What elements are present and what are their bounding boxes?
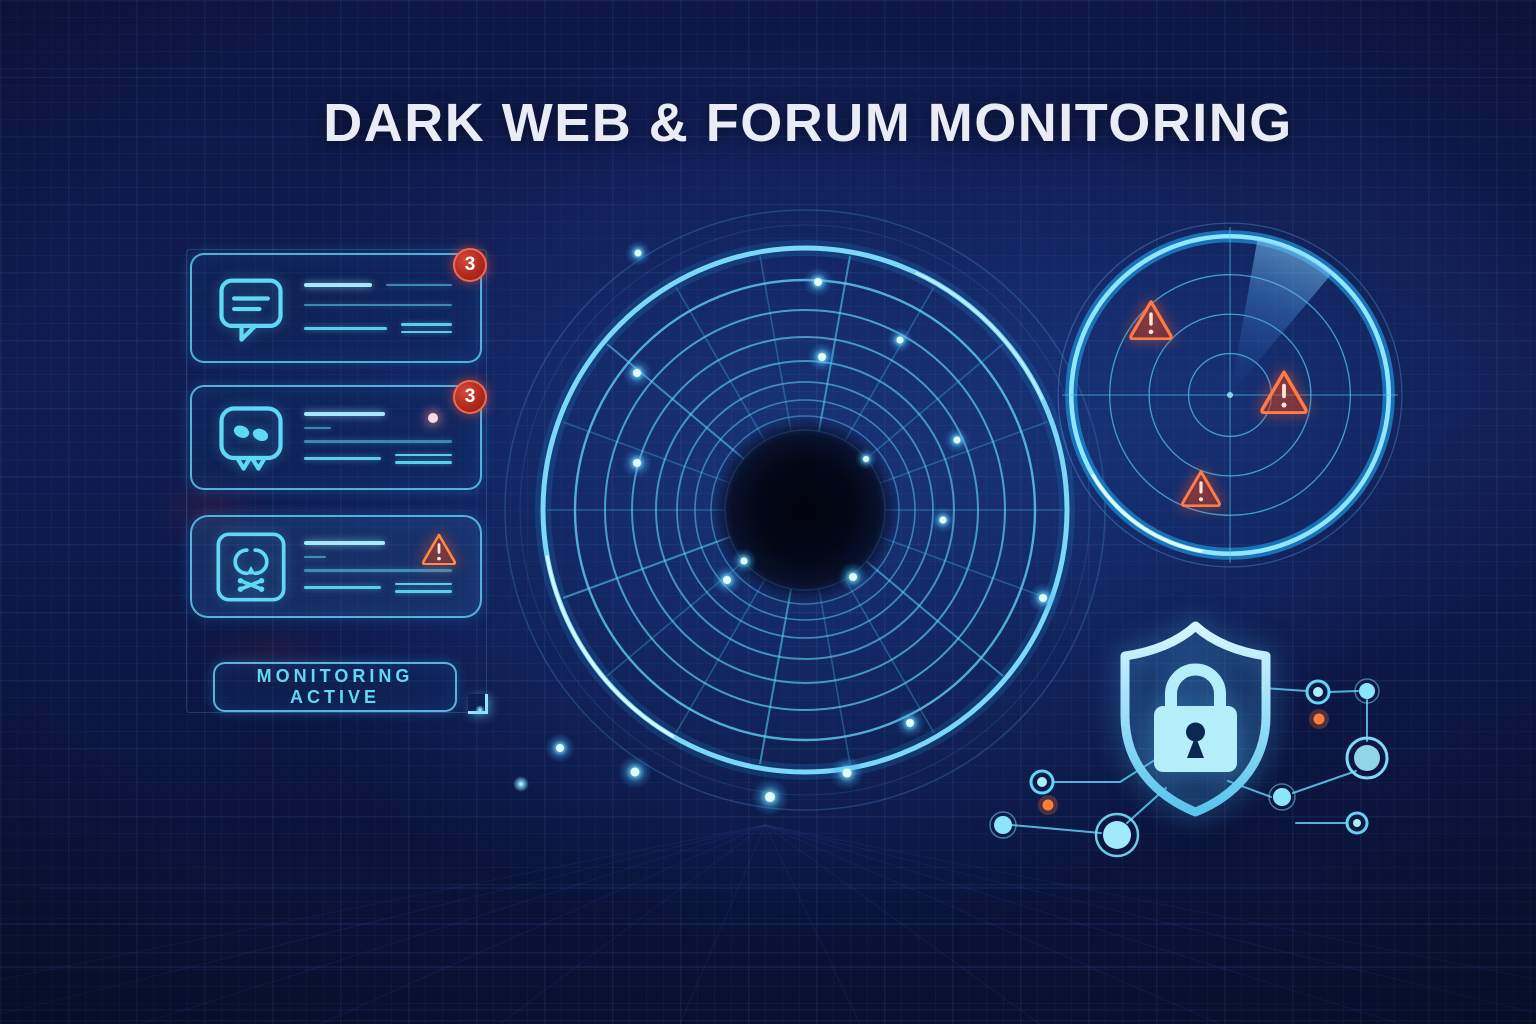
badge-value: 3 <box>464 254 476 275</box>
angry-chat-bubble-icon <box>219 405 283 471</box>
warning-triangle-icon <box>421 533 457 565</box>
alert-count-badge: 3 <box>453 380 487 414</box>
alert-card-forum-chat[interactable]: 3 <box>190 248 487 363</box>
alert-count-badge: 3 <box>453 248 487 282</box>
panel-corner-accent <box>468 694 488 714</box>
radar-threat-marker[interactable] <box>1128 298 1174 340</box>
redacted-text-lines <box>304 282 452 334</box>
alert-card-abuse-chat[interactable]: 3 <box>190 380 487 490</box>
badge-value: 3 <box>464 386 476 407</box>
skull-crossbones-icon <box>216 531 286 602</box>
new-alert-dot <box>428 413 438 423</box>
alert-card-malware-threat[interactable] <box>190 515 482 618</box>
page-title: DARK WEB & FORUM MONITORING <box>323 93 1293 153</box>
shield-lock-icon <box>1120 621 1271 817</box>
radar-threat-marker[interactable] <box>1180 468 1222 507</box>
chat-bubble-icon <box>219 278 283 342</box>
radar-dial <box>1057 222 1403 568</box>
background-scanline <box>0 77 1536 78</box>
monitoring-active-button[interactable]: MONITORING ACTIVE <box>213 662 457 712</box>
threat-radar <box>1048 213 1412 577</box>
radar-threat-marker[interactable] <box>1259 368 1309 414</box>
monitoring-active-label: MONITORING ACTIVE <box>256 666 414 707</box>
